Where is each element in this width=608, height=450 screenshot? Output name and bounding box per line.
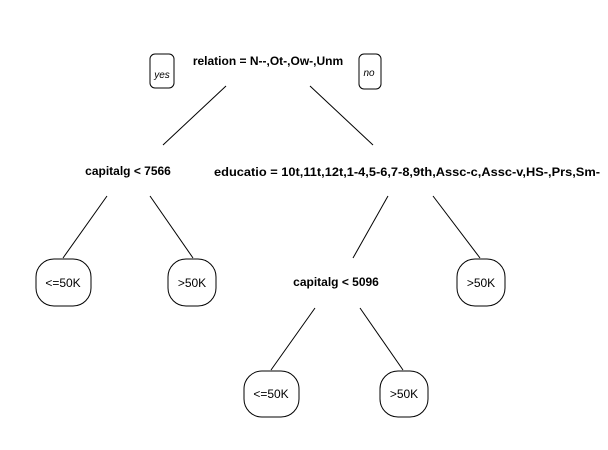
edge-right-to-rl bbox=[352, 195, 389, 259]
leaf-lr-label: >50K bbox=[178, 276, 206, 290]
left-split-label: capitalg < 7566 bbox=[85, 164, 171, 178]
edge-left-to-leaf-lr bbox=[149, 195, 194, 259]
leaf-rr-box bbox=[456, 258, 506, 307]
no-label: no bbox=[363, 68, 375, 79]
leaf-ll-label: <=50K bbox=[45, 276, 80, 290]
leaf-rll-label: <=50K bbox=[253, 387, 288, 401]
edge-root-to-right bbox=[309, 85, 374, 146]
yes-label: yes bbox=[153, 70, 170, 81]
leaf-ll-box bbox=[35, 258, 92, 307]
leaf-rlr-box bbox=[379, 370, 429, 418]
right-left-split-label: capitalg < 5096 bbox=[293, 275, 379, 289]
edge-root-to-left bbox=[162, 85, 227, 146]
right-split-label: educatio = 10t,11t,12t,1-4,5-6,7-8,9th,A… bbox=[214, 165, 600, 179]
edge-rl-to-leaf-rlr bbox=[359, 307, 404, 371]
edge-right-to-leaf-rr bbox=[432, 195, 481, 259]
root-split-label: relation = N--,Ot-,Ow-,Unm bbox=[193, 54, 343, 68]
leaf-rll-box bbox=[243, 370, 300, 418]
yes-box bbox=[149, 53, 175, 89]
edge-rl-to-leaf-rll bbox=[270, 307, 316, 371]
leaf-rr-label: >50K bbox=[467, 276, 495, 290]
no-box bbox=[358, 53, 382, 90]
edge-left-to-leaf-ll bbox=[62, 195, 108, 259]
leaf-lr-box bbox=[167, 258, 217, 307]
leaf-rlr-label: >50K bbox=[390, 387, 418, 401]
